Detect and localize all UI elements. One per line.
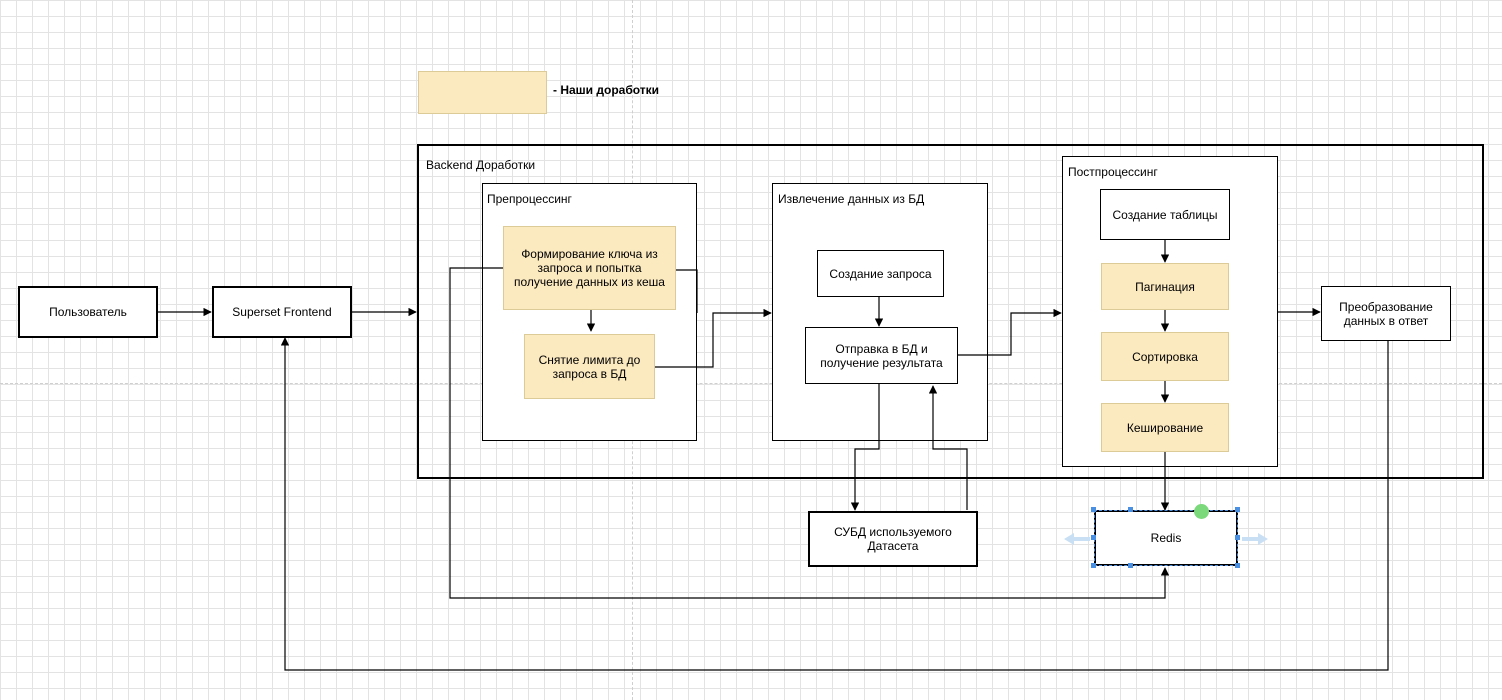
postprocessing-group-title: Постпроцессинг bbox=[1068, 165, 1158, 179]
redis-selection-outline bbox=[1094, 510, 1238, 566]
extraction-group[interactable] bbox=[772, 183, 988, 441]
legend-swatch[interactable] bbox=[418, 71, 547, 114]
frontend-node[interactable]: Superset Frontend bbox=[212, 286, 352, 338]
cache-key-node[interactable]: Формирование ключа из запроса и попытка … bbox=[503, 226, 676, 310]
resize-handle-ne[interactable] bbox=[1235, 507, 1240, 512]
page-break-guide-horizontal bbox=[0, 383, 1502, 384]
transform-node[interactable]: Преобразование данных в ответ bbox=[1321, 286, 1451, 341]
connect-hint-left-bar bbox=[1072, 537, 1090, 541]
edge-transform-frontend bbox=[280, 337, 1389, 671]
resize-handle-se[interactable] bbox=[1235, 563, 1240, 568]
edge-send-dbms bbox=[850, 384, 880, 511]
send-to-db-node[interactable]: Отправка в БД и получение результата bbox=[805, 327, 958, 384]
resize-handle-w[interactable] bbox=[1091, 535, 1096, 540]
resize-handle-s[interactable] bbox=[1128, 563, 1133, 568]
pagination-node[interactable]: Пагинация bbox=[1101, 263, 1229, 310]
rotate-handle-icon[interactable] bbox=[1194, 504, 1209, 519]
extraction-group-title: Извлечение данных из БД bbox=[778, 192, 925, 206]
create-query-node[interactable]: Создание запроса bbox=[817, 250, 944, 297]
limit-removal-node[interactable]: Снятие лимита до запроса в БД bbox=[524, 334, 655, 399]
dbms-node[interactable]: СУБД используемого Датасета bbox=[808, 511, 978, 567]
backend-group-title: Backend Доработки bbox=[426, 158, 536, 172]
connect-left-arrow-icon[interactable] bbox=[1064, 533, 1074, 545]
edge-limit-extraction bbox=[655, 308, 772, 368]
backend-group[interactable] bbox=[417, 144, 1484, 479]
create-table-node[interactable]: Создание таблицы bbox=[1100, 189, 1230, 240]
preprocessing-group-title: Препроцессинг bbox=[487, 192, 572, 206]
sorting-node[interactable]: Сортировка bbox=[1101, 332, 1229, 381]
connect-hint-right-bar bbox=[1242, 537, 1258, 541]
legend-label[interactable]: - Наши доработки bbox=[553, 83, 660, 97]
edge-cachekey-redis bbox=[449, 267, 1170, 599]
resize-handle-nw[interactable] bbox=[1091, 507, 1096, 512]
edge-dbms-send bbox=[928, 385, 968, 510]
edge-send-post bbox=[958, 308, 1062, 356]
redis-node[interactable]: Redis bbox=[1094, 510, 1238, 566]
edge-cachekey-extraction bbox=[676, 269, 698, 313]
caching-node[interactable]: Кеширование bbox=[1101, 403, 1229, 452]
resize-handle-sw[interactable] bbox=[1091, 563, 1096, 568]
user-node[interactable]: Пользователь bbox=[18, 286, 158, 338]
connect-right-arrow-icon[interactable] bbox=[1258, 533, 1268, 545]
resize-handle-n[interactable] bbox=[1128, 507, 1133, 512]
resize-handle-e[interactable] bbox=[1235, 535, 1240, 540]
